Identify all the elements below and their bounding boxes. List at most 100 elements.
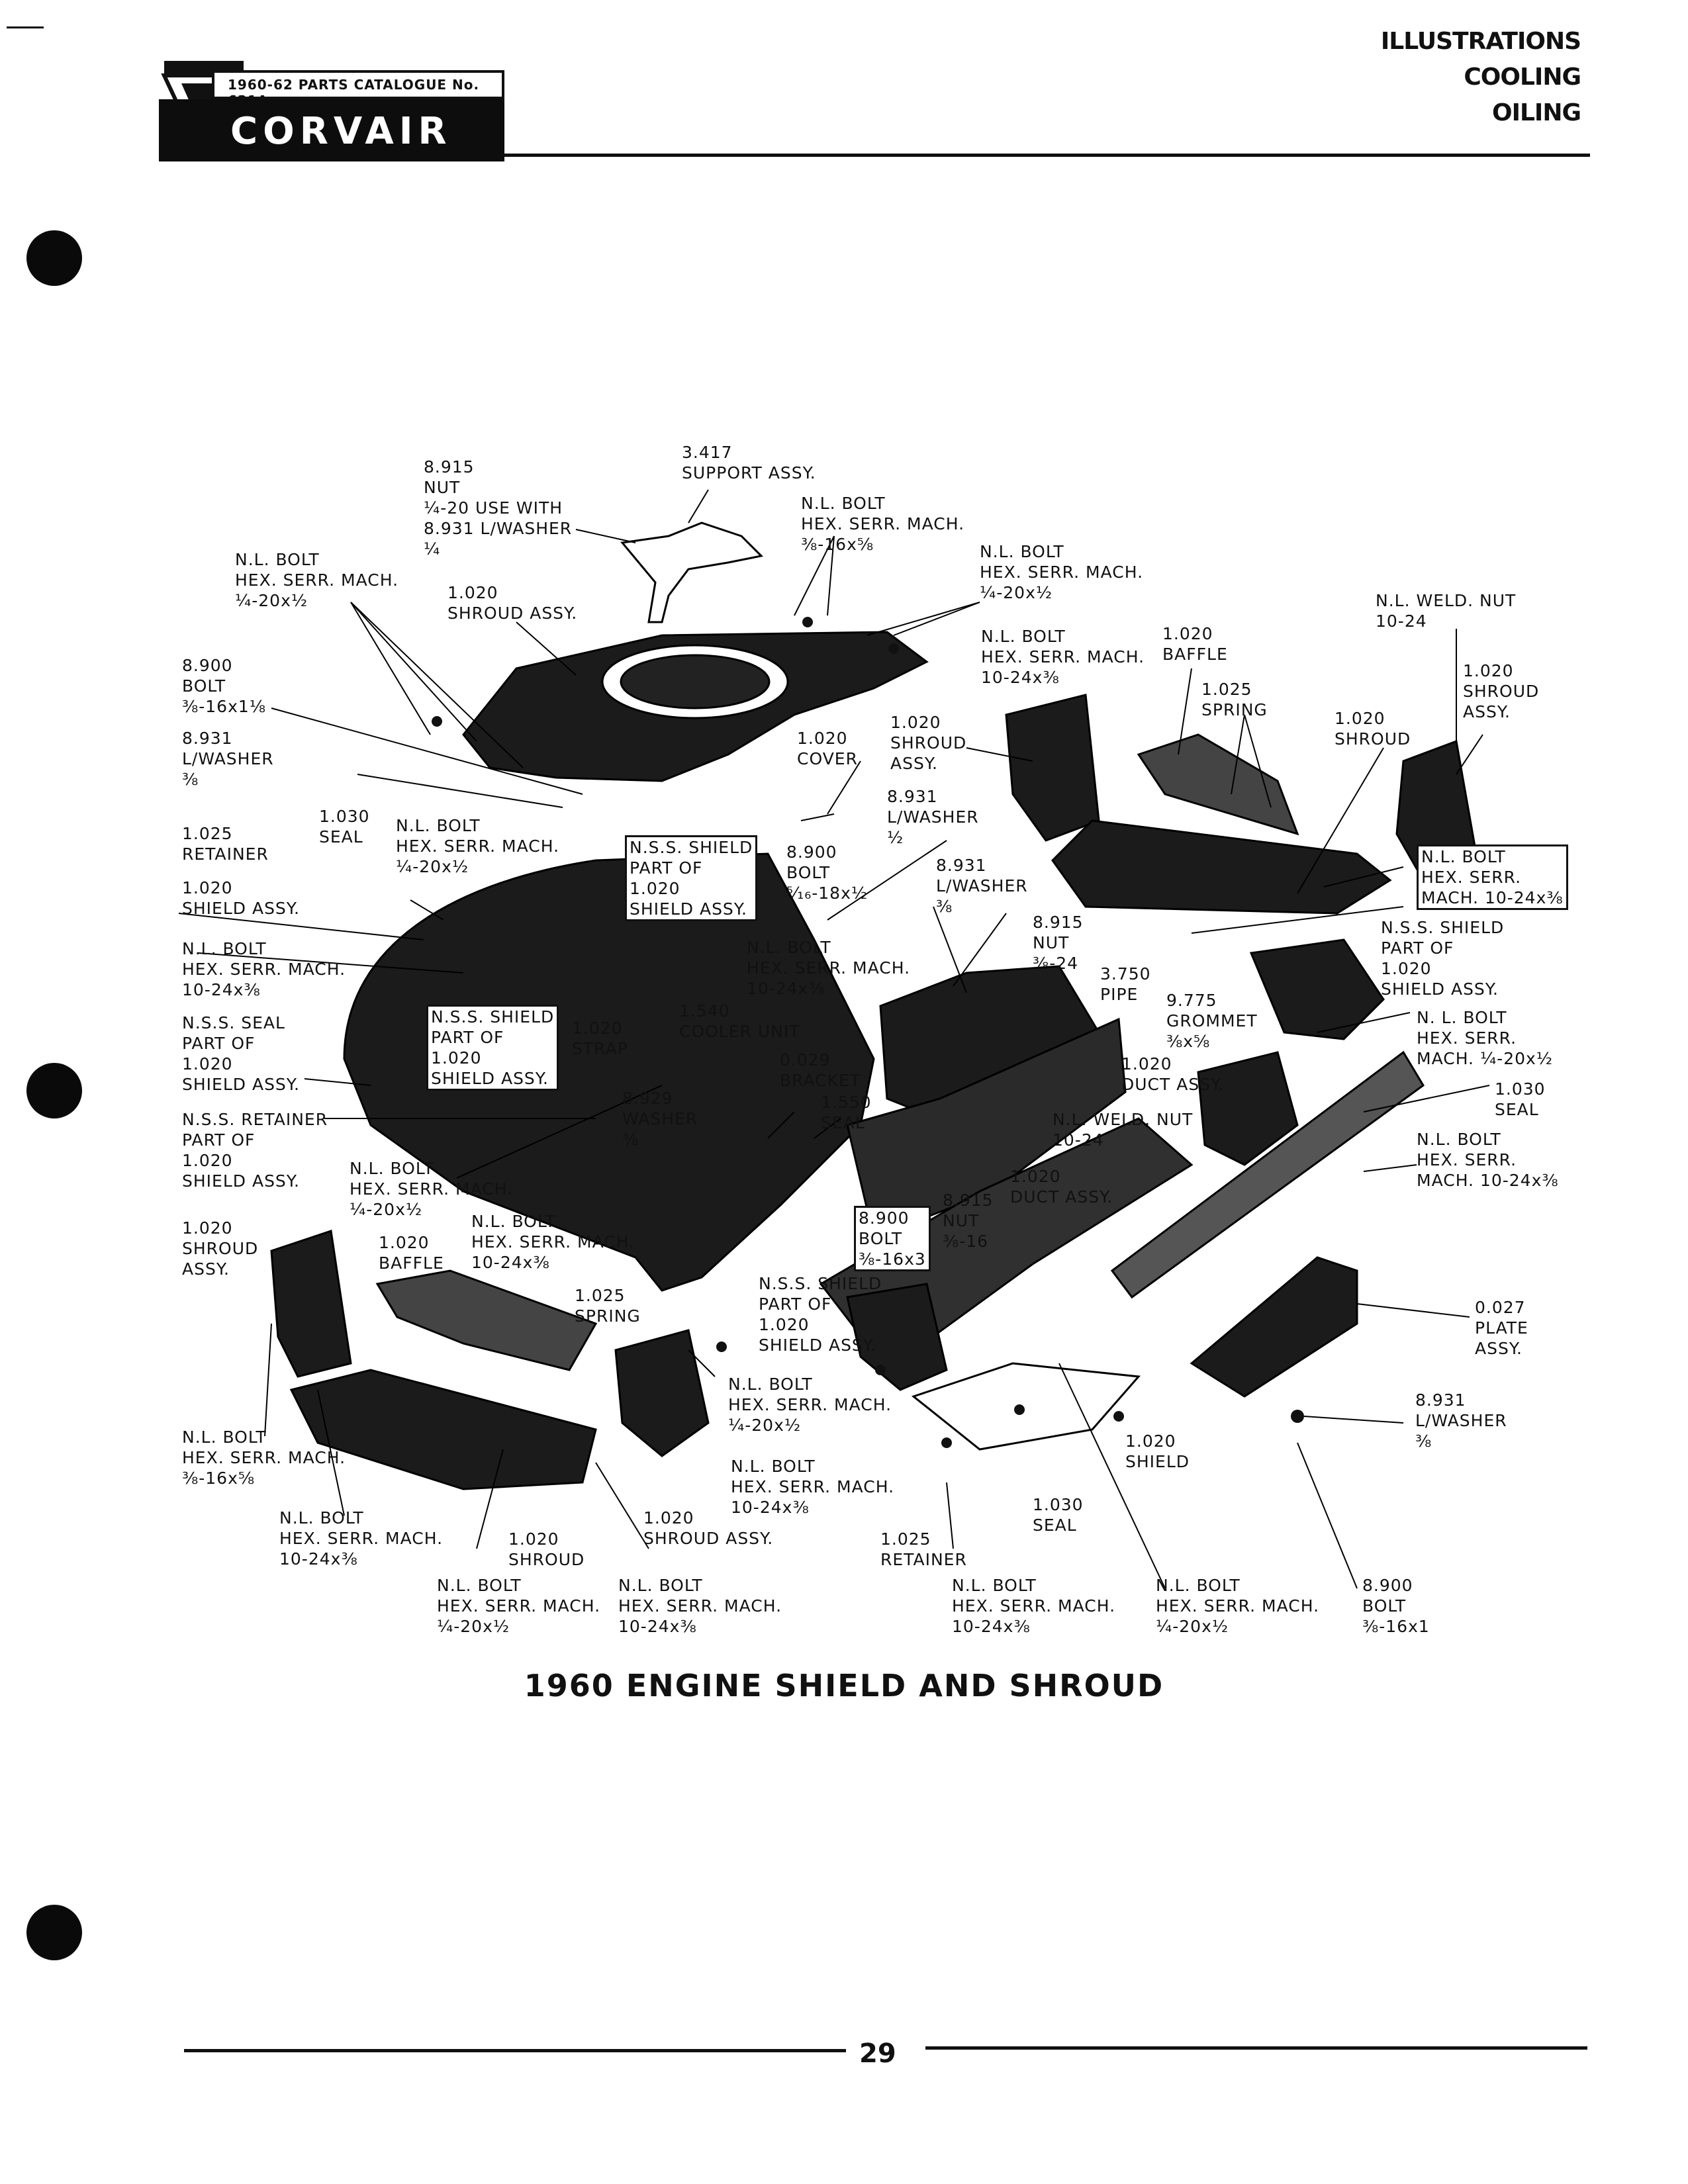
plate-assembly bbox=[1190, 1256, 1358, 1398]
callout-seal-1550: 1.550 SEAL bbox=[821, 1093, 872, 1132]
callout-shroud-assy-top: 1.020 SHROUD ASSY. bbox=[447, 583, 578, 623]
callout-bolt-38-16x1: 8.900 BOLT ⅜-16x1 bbox=[1362, 1576, 1430, 1636]
callout-shroud-assy-left: 1.020 SHROUD ASSY. bbox=[182, 1218, 259, 1279]
callout-bolt-8900-left: 8.900 BOLT ⅜-16x1⅛ bbox=[182, 656, 266, 716]
callout-bolt-10-24-center-low: N.L. BOLT HEX. SERR. MACH. 10-24x⅜ bbox=[731, 1457, 895, 1517]
callout-bolt-10-24-bottom-2: N.L. BOLT HEX. SERR. MACH. 10-24x⅜ bbox=[618, 1576, 782, 1636]
callout-weld-nut-top: N.L. WELD. NUT 10-24 bbox=[1376, 591, 1517, 631]
callout-baffle-top: 1.020 BAFFLE bbox=[1162, 624, 1228, 664]
callout-shroud-bottom: 1.020 SHROUD bbox=[508, 1529, 585, 1569]
callout-bolt-10-24-left-mid: N.L. BOLT HEX. SERR. MACH. 10-24x⅜ bbox=[471, 1212, 635, 1272]
callout-bolt-516-18: 8.900 BOLT ⁵⁄₁₆-18x½ bbox=[786, 842, 868, 903]
brand-bar: CORVAIR bbox=[159, 99, 504, 161]
callout-bolt-14-20-bottom-1: N.L. BOLT HEX. SERR. MACH. ¼-20x½ bbox=[437, 1576, 601, 1636]
callout-bolt-right-lower: N.L. BOLT HEX. SERR. MACH. 10-24x⅜ bbox=[1417, 1130, 1559, 1190]
callout-shroud-assy-right: 1.020 SHROUD ASSY. bbox=[1463, 661, 1540, 721]
punch-hole-middle bbox=[26, 1063, 82, 1118]
header-rule bbox=[504, 154, 1590, 157]
callout-nut-38-24: 8.915 NUT ⅜-24 bbox=[1033, 913, 1084, 973]
callout-nss-shield-top: N.S.S. SHIELD PART OF 1.020 SHIELD ASSY. bbox=[625, 835, 758, 921]
support-assembly bbox=[620, 522, 764, 623]
callout-plate-assy: 0.027 PLATE ASSY. bbox=[1475, 1298, 1528, 1358]
callout-duct-assy-center: 1.020 DUCT ASSY. bbox=[1010, 1167, 1113, 1206]
right-duct-assembly bbox=[1197, 1051, 1299, 1166]
corvair-logo: 1960-62 PARTS CATALOGUE No. 621A CORVAIR bbox=[159, 61, 504, 161]
callout-bolt-38-16x3: 8.900 BOLT ⅜-16x3 bbox=[854, 1206, 931, 1271]
diagram-title: 1960 ENGINE SHIELD AND SHROUD bbox=[524, 1668, 1164, 1704]
callout-nss-retainer: N.S.S. RETAINER PART OF 1.020 SHIELD ASS… bbox=[182, 1110, 328, 1191]
callout-grommet: 9.775 GROMMET ⅜x⅝ bbox=[1166, 991, 1258, 1051]
callout-bolt-38-16x58-left: N.L. BOLT HEX. SERR. MACH. ⅜-16x⅝ bbox=[182, 1428, 346, 1488]
callout-retainer-bottom: 1.025 RETAINER bbox=[880, 1529, 967, 1569]
header-rule-left bbox=[7, 26, 44, 28]
rear-shield bbox=[1051, 819, 1392, 915]
punch-hole-bottom bbox=[26, 1905, 82, 1960]
page-number: 29 bbox=[859, 2038, 896, 2069]
callout-bolt-10-24-left: N.L. BOLT HEX. SERR. MACH. 10-24x⅜ bbox=[182, 939, 346, 999]
section-oiling: OILING bbox=[1491, 99, 1581, 126]
callout-washer-38-left: 8.931 L/WASHER ⅜ bbox=[182, 729, 274, 789]
callout-bolt-right-mid: N. L. BOLT HEX. SERR. MACH. ¼-20x½ bbox=[1417, 1008, 1554, 1068]
callout-nut-8915-top: 8.915 NUT ¼-20 USE WITH 8.931 L/WASHER ¼ bbox=[424, 457, 573, 559]
section-illustrations: ILLUSTRATIONS bbox=[1380, 28, 1581, 55]
callout-spring-left: 1.025 SPRING bbox=[575, 1286, 641, 1326]
callout-baffle-left: 1.020 BAFFLE bbox=[379, 1233, 444, 1273]
right-seal bbox=[1110, 1050, 1425, 1299]
callout-retainer-left: 1.025 RETAINER bbox=[182, 824, 269, 864]
callout-spring-top: 1.025 SPRING bbox=[1201, 680, 1268, 719]
brand-name: CORVAIR bbox=[230, 110, 452, 153]
callout-bolt-14-20-left: N.L. BOLT HEX. SERR. MACH. ¼-20x½ bbox=[235, 550, 399, 610]
callout-bolt-14-20-bottom-4: N.L. BOLT HEX. SERR. MACH. ¼-20x½ bbox=[1156, 1576, 1320, 1636]
engine-shield bbox=[343, 852, 875, 1292]
right-shroud bbox=[1005, 694, 1100, 842]
callout-bolt-14-20-center-low: N.L. BOLT HEX. SERR. MACH. ¼-20x½ bbox=[728, 1375, 892, 1435]
callout-seal-1030-bottom: 1.030 SEAL bbox=[1033, 1495, 1084, 1535]
callout-bolt-10-24-top: N.L. BOLT HEX. SERR. MACH. 10-24x⅜ bbox=[981, 627, 1145, 687]
callout-support-assy: 3.417 SUPPORT ASSY. bbox=[682, 443, 816, 482]
callout-washer-8929: 8.929 WASHER ⅜ bbox=[622, 1089, 698, 1149]
callout-seal-1030-right: 1.030 SEAL bbox=[1495, 1079, 1546, 1119]
left-shroud bbox=[289, 1369, 597, 1490]
callout-bolt-38-16x58: N.L. BOLT HEX. SERR. MACH. ⅜-16x⅝ bbox=[801, 494, 965, 554]
callout-weld-nut-center: N.L. WELD. NUT 10-24 bbox=[1053, 1110, 1194, 1150]
callout-bolt-10-24-bottom-3: N.L. BOLT HEX. SERR. MACH. 10-24x⅜ bbox=[952, 1576, 1116, 1636]
center-nss-shield bbox=[846, 1283, 948, 1391]
left-shroud-assembly bbox=[270, 1230, 352, 1378]
callout-bolt-14-20-mid: N.L. BOLT HEX. SERR. MACH. ¼-20x½ bbox=[396, 816, 560, 876]
right-duct bbox=[1249, 938, 1385, 1040]
center-shroud-assembly bbox=[614, 1329, 710, 1457]
left-baffle bbox=[375, 1269, 598, 1371]
callout-bolt-14-20-right: N.L. BOLT HEX. SERR. MACH. ¼-20x½ bbox=[980, 542, 1144, 602]
callout-cooler-unit: 1.540 COOLER UNIT bbox=[679, 1001, 800, 1041]
callout-shroud-assy-center: 1.020 SHROUD ASSY. bbox=[890, 713, 967, 773]
right-baffle bbox=[1137, 733, 1299, 836]
callout-bolt-10-24-bottom-left: N.L. BOLT HEX. SERR. MACH. 10-24x⅜ bbox=[279, 1508, 444, 1569]
callout-bracket: 0.029 BRACKET bbox=[780, 1050, 861, 1090]
footer-rule-left bbox=[184, 2049, 846, 2052]
callout-duct-assy-right: 1.020 DUCT ASSY. bbox=[1121, 1054, 1225, 1094]
callout-bolt-14-20-left-lower: N.L. BOLT HEX. SERR. MACH. ¼-20x½ bbox=[350, 1159, 514, 1219]
callout-strap: 1.020 STRAP bbox=[572, 1019, 628, 1058]
callout-shroud-right: 1.020 SHROUD bbox=[1335, 709, 1411, 749]
callout-washer-12: 8.931 L/WASHER ½ bbox=[887, 787, 979, 847]
callout-nss-shield-lower: N.S.S. SHIELD PART OF 1.020 SHIELD ASSY. bbox=[759, 1274, 882, 1355]
callout-shroud-assy-bottom: 1.020 SHROUD ASSY. bbox=[643, 1508, 774, 1548]
lower-shield-plate bbox=[911, 1362, 1141, 1451]
callout-washer-38-center: 8.931 L/WASHER ⅜ bbox=[936, 856, 1028, 916]
punch-hole-top bbox=[26, 230, 82, 286]
callout-shield-1020: 1.020 SHIELD bbox=[1125, 1432, 1190, 1471]
callout-nut-38-16: 8.915 NUT ⅜-16 bbox=[943, 1191, 994, 1251]
callout-pipe: 3.750 PIPE bbox=[1100, 964, 1151, 1004]
callout-washer-38-right: 8.931 L/WASHER ⅜ bbox=[1415, 1390, 1507, 1451]
footer-rule-right bbox=[925, 2046, 1587, 2050]
callout-nss-shield-left: N.S.S. SHIELD PART OF 1.020 SHIELD ASSY. bbox=[426, 1005, 559, 1091]
callout-nss-seal: N.S.S. SEAL PART OF 1.020 SHIELD ASSY. bbox=[182, 1013, 300, 1094]
section-cooling: COOLING bbox=[1464, 64, 1581, 91]
callout-bolt-right-boxed: N.L. BOLT HEX. SERR. MACH. 10-24x⅜ bbox=[1417, 844, 1568, 910]
callout-seal-1030-left: 1.030 SEAL bbox=[319, 807, 370, 846]
callout-bolt-10-24-center: N.L. BOLT HEX. SERR. MACH. 10-24x⅜ bbox=[747, 938, 911, 998]
callout-shield-assy-left: 1.020 SHIELD ASSY. bbox=[182, 878, 300, 918]
callout-nss-shield-right: N.S.S. SHIELD PART OF 1.020 SHIELD ASSY. bbox=[1381, 918, 1505, 999]
callout-cover: 1.020 COVER bbox=[797, 729, 858, 768]
